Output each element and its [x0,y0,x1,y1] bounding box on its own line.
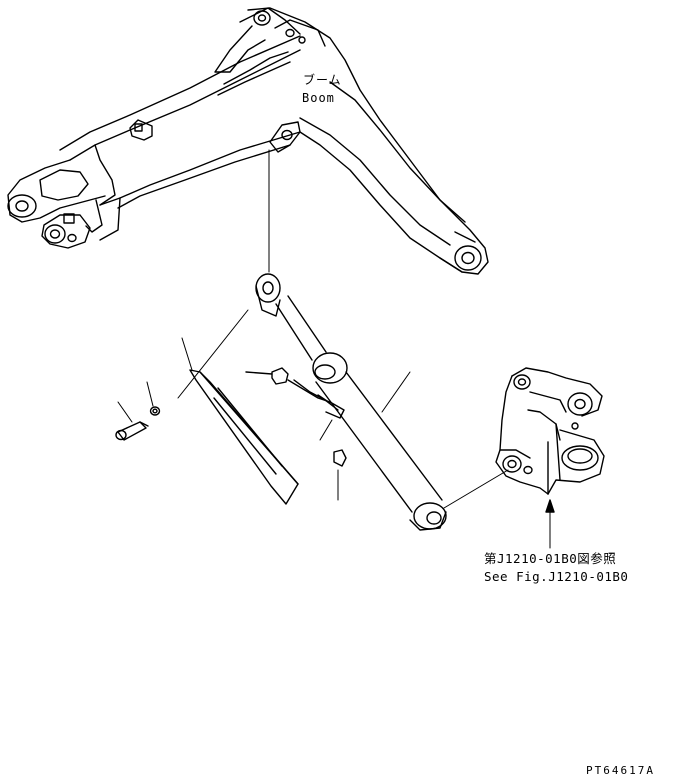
boom-label-english: Boom [302,91,335,105]
cover-plate-part [181,337,299,505]
figure-reference-japanese: 第J1210-01B0図参照 [484,551,617,566]
clamp-nut-part [245,367,347,501]
boom-label-japanese: ブーム [303,73,342,87]
figure-reference-english: See Fig.J1210-01B0 [484,569,629,584]
drawing-code: PT64617A [586,764,655,777]
bolt-washer-part [115,381,161,441]
boom-part [7,7,489,275]
frame-bracket-part [495,367,605,549]
